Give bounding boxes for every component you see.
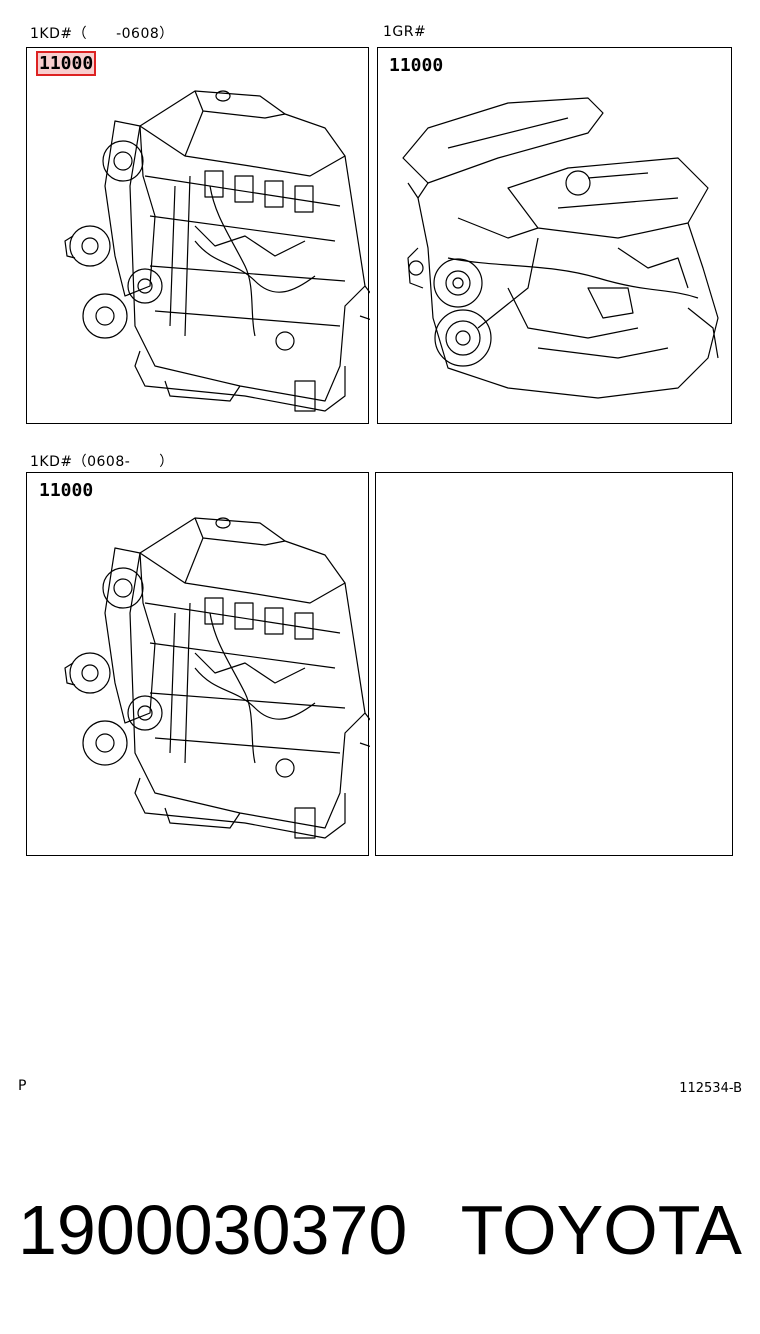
panel-1kd-late: 11000 (26, 472, 370, 856)
part-number-label[interactable]: 11000 (39, 480, 94, 501)
engine-illustration-1gr (402, 97, 719, 399)
panel-caption-1kd-late: 1KD#（0608- ） (30, 454, 174, 470)
illustration-code: 112534-B (679, 1081, 742, 1096)
panel-1gr: 11000 (377, 47, 732, 424)
page-marker: P (18, 1078, 27, 1094)
part-number-label[interactable]: 11000 (389, 55, 444, 76)
panel-caption-1gr: 1GR# (383, 24, 427, 40)
panel-1kd-early: 11000 (26, 47, 370, 424)
brand-name: TOYOTA (460, 1191, 742, 1269)
panel-empty (375, 472, 733, 856)
panel-caption-1kd-early: 1KD#（ -0608） (30, 26, 174, 42)
part-number-hotspot[interactable]: 11000 (35, 51, 97, 76)
part-number: 1900030370 (18, 1191, 408, 1269)
engine-illustration-1kd (64, 517, 370, 839)
engine-illustration-1kd (64, 90, 370, 412)
